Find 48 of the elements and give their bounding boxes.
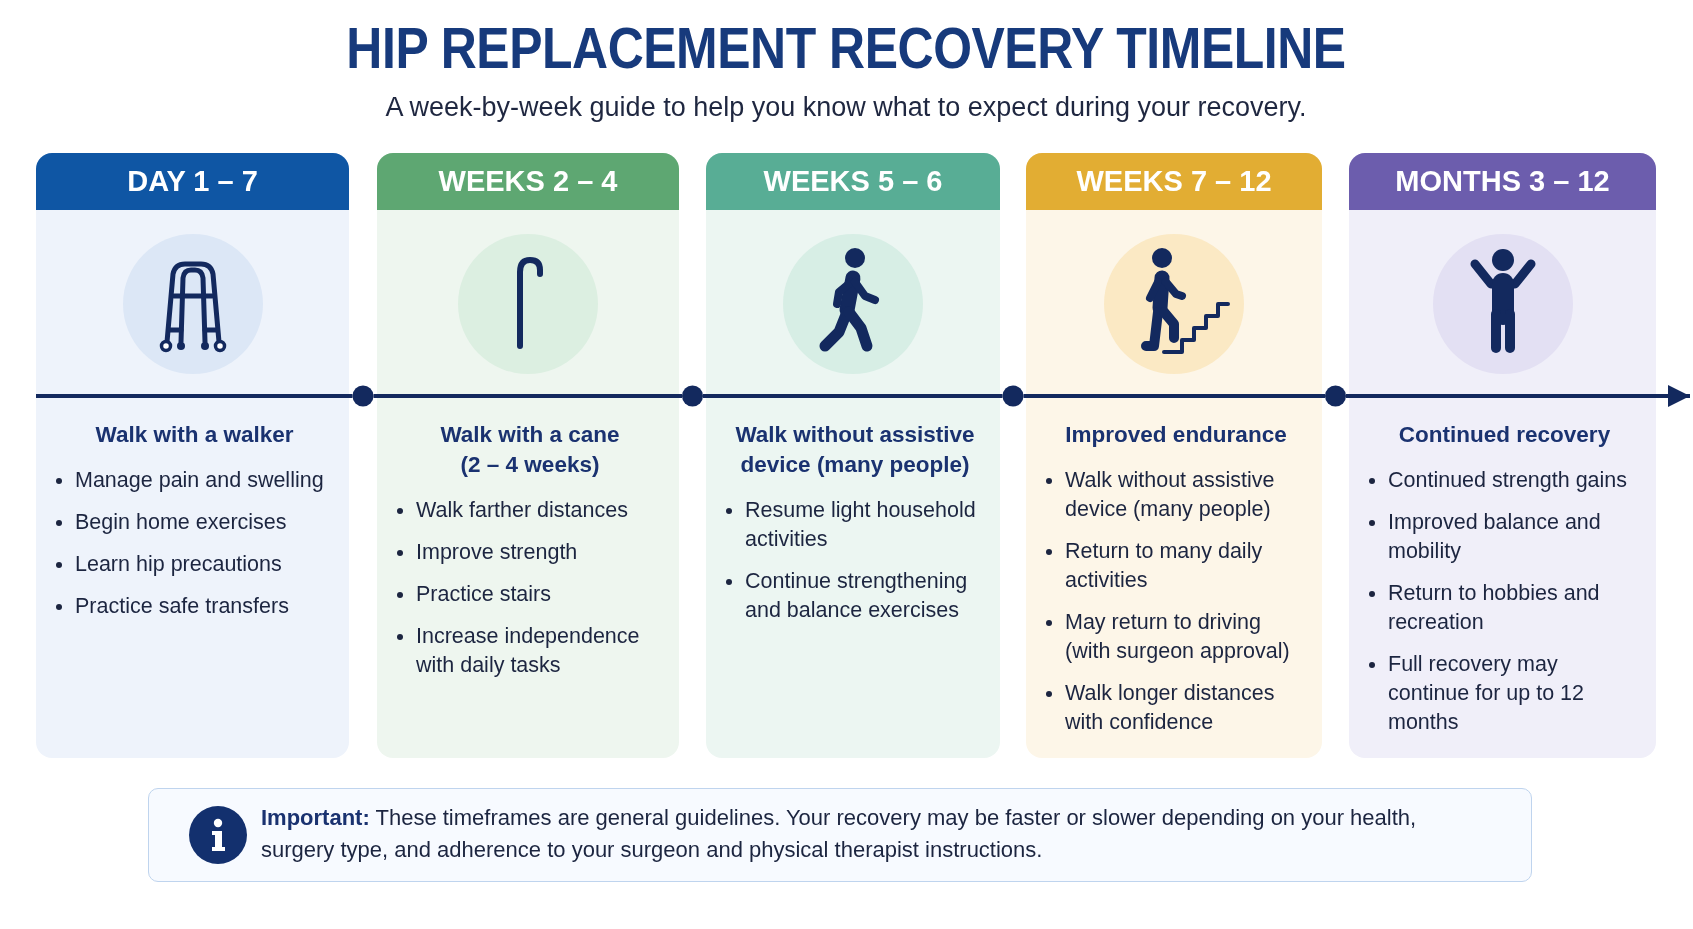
bullet-item: Practice stairs (416, 581, 551, 608)
phase-heading: DAY 1 – 7 (36, 153, 349, 210)
bullet-item: Return to many daily activities (1065, 538, 1264, 594)
phase-card (706, 153, 1000, 758)
milestone-dot (1002, 385, 1024, 407)
timeline-connector (349, 394, 353, 398)
bullet-item: Improve strength (416, 539, 578, 566)
subtitle: A week-by-week guide to help you know what to expect during your recovery. (385, 91, 1307, 124)
bullet-item: Learn hip precautions (75, 551, 282, 578)
milestone-dot (352, 385, 374, 407)
timeline-arrow (1656, 385, 1690, 407)
phase-heading: WEEKS 5 – 6 (706, 153, 1000, 210)
step-heading: Walk with a cane (2 – 4 weeks) (439, 421, 621, 479)
timeline-connector (1346, 394, 1349, 398)
bullet-item: May return to driving (with surgeon approval) (1065, 609, 1291, 665)
phase-card (377, 153, 679, 758)
bullet-item: Return to hobbies and recreation (1388, 580, 1601, 636)
bullet-item: Manage pain and swelling (75, 467, 324, 494)
timeline-connector (679, 394, 682, 398)
timeline-connector (703, 394, 706, 398)
bullet-item: Continued strength gains (1388, 467, 1628, 494)
phase-card (1026, 153, 1322, 758)
note-text: Important: These timeframes are general guidelines. Your recovery may be faster or slower depending on your health, surgery type, and adherence to your surgeon and physical therapist instructions. (261, 804, 1418, 864)
note-panel (148, 788, 1532, 882)
phase-card (1349, 153, 1656, 758)
step-heading: Improved endurance (1065, 421, 1287, 449)
milestone-dot (682, 385, 703, 407)
step-heading: Walk with a walker (95, 421, 294, 449)
bullet-item: Walk farther distances (416, 497, 628, 524)
bullet-item: Walk without assistive device (many people) (1065, 467, 1276, 523)
bullet-item: Walk longer distances with confidence (1065, 680, 1276, 736)
bullet-item: Increase independence with daily tasks (416, 623, 641, 679)
bullet-item: Full recovery may continue for up to 12 months (1388, 651, 1586, 736)
timeline-connector (1000, 394, 1003, 398)
milestone-dot (1325, 385, 1346, 407)
title: HIP REPLACEMENT RECOVERY TIMELINE (346, 16, 1346, 80)
bullet-item: Begin home exercises (75, 509, 287, 536)
timeline-connector (1322, 394, 1325, 398)
step-heading: Continued recovery (1398, 421, 1611, 449)
bullet-item: Improved balance and mobility (1388, 509, 1602, 565)
phase-heading: WEEKS 2 – 4 (377, 153, 679, 210)
bullet-item: Resume light household activities (745, 497, 977, 553)
bullet-item: Continue strengthening and balance exercises (745, 568, 969, 624)
phase-card (36, 153, 349, 758)
bullet-item: Practice safe transfers (75, 593, 289, 620)
phase-heading: MONTHS 3 – 12 (1349, 153, 1656, 210)
phase-heading: WEEKS 7 – 12 (1026, 153, 1322, 210)
step-heading: Walk without assistive device (many people) (734, 421, 976, 479)
